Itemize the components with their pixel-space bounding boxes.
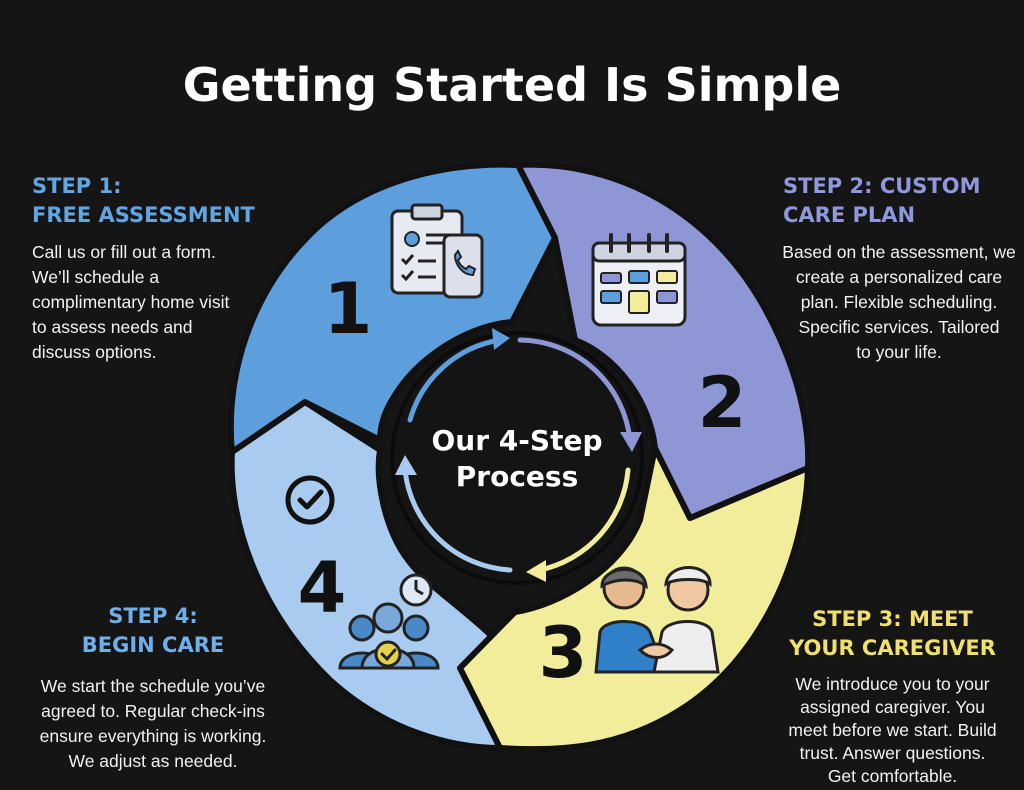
- step-2-desc-line: Based on the assessment, we: [782, 242, 1016, 262]
- step-3-description: We introduce you to your assigned caregi…: [770, 673, 1015, 788]
- step-1-desc-line: to assess needs and: [32, 317, 193, 337]
- center-label-line2: Process: [456, 460, 579, 493]
- step-1-title-line1: STEP 1:: [32, 174, 122, 198]
- step-1-desc-line: discuss options.: [32, 342, 157, 362]
- team-check-icon: [338, 602, 440, 670]
- step-number-1: 1: [324, 268, 373, 350]
- step-4-desc-line: We adjust as needed.: [68, 751, 238, 771]
- step-4-desc-line: ensure everything is working.: [39, 726, 267, 746]
- center-label-line1: Our 4-Step: [432, 424, 603, 457]
- step-4-desc-line: We start the schedule you’ve: [40, 676, 266, 696]
- step-3-desc-line: trust. Answer questions.: [799, 743, 986, 763]
- check-circle-icon: [285, 475, 335, 525]
- step-1-desc-line: complimentary home visit: [32, 292, 230, 312]
- step-4-title-line2: BEGIN CARE: [81, 633, 225, 657]
- step-1-desc-line: We’ll schedule a: [32, 267, 160, 287]
- step-2-desc-line: create a personalized care: [795, 267, 1003, 287]
- clipboard-phone-icon: [390, 203, 484, 299]
- step-3-desc-line: We introduce you to your: [795, 674, 990, 694]
- step-3-title-line2: YOUR CAREGIVER: [789, 636, 996, 660]
- step-2-desc-line: Specific services. Tailored: [798, 317, 1000, 337]
- step-2-title-line2: CARE PLAN: [783, 203, 916, 227]
- step-2-title-line1: STEP 2: CUSTOM: [783, 174, 981, 198]
- step-4-desc-line: agreed to. Regular check-ins: [41, 701, 265, 721]
- step-1-description: Call us or fill out a form. We’ll schedu…: [32, 240, 282, 365]
- center-circle: [390, 331, 644, 585]
- clock-icon: [399, 573, 433, 607]
- step-number-2: 2: [698, 362, 747, 444]
- step-number-3: 3: [539, 612, 588, 694]
- step-3-block: STEP 3: MEET YOUR CAREGIVER We introduce…: [770, 605, 1015, 788]
- step-1-block: STEP 1: FREE ASSESSMENT Call us or fill …: [32, 172, 282, 365]
- step-1-desc-line: Call us or fill out a form.: [32, 242, 216, 262]
- step-4-title: STEP 4: BEGIN CARE: [28, 602, 278, 660]
- segment-step-4[interactable]: [228, 399, 518, 751]
- step-3-desc-line: meet before we start. Build: [788, 720, 997, 740]
- handshake-icon: [594, 566, 720, 674]
- step-1-title-line2: FREE ASSESSMENT: [32, 203, 255, 227]
- step-2-block: STEP 2: CUSTOM CARE PLAN Based on the as…: [765, 172, 1015, 365]
- step-4-block: STEP 4: BEGIN CARE We start the schedule…: [28, 602, 278, 774]
- step-3-desc-line: assigned caregiver. You: [800, 697, 985, 717]
- step-3-title: STEP 3: MEET YOUR CAREGIVER: [770, 605, 1015, 663]
- step-3-title-line1: STEP 3: MEET: [812, 607, 973, 631]
- step-1-title: STEP 1: FREE ASSESSMENT: [32, 172, 282, 230]
- step-number-4: 4: [298, 547, 347, 629]
- step-2-desc-line: to your life.: [856, 342, 942, 362]
- step-2-title: STEP 2: CUSTOM CARE PLAN: [765, 172, 1015, 230]
- page-title: Getting Started Is Simple: [182, 58, 842, 112]
- segment-step-2[interactable]: [515, 161, 812, 521]
- cycle-arrows: [395, 328, 642, 582]
- step-2-description: Based on the assessment, we create a per…: [779, 240, 1019, 365]
- step-2-desc-line: plan. Flexible scheduling.: [800, 292, 998, 312]
- calendar-icon: [591, 233, 687, 327]
- step-4-title-line1: STEP 4:: [108, 604, 198, 628]
- step-4-description: We start the schedule you’ve agreed to. …: [28, 674, 278, 774]
- step-3-desc-line: Get comfortable.: [827, 766, 958, 786]
